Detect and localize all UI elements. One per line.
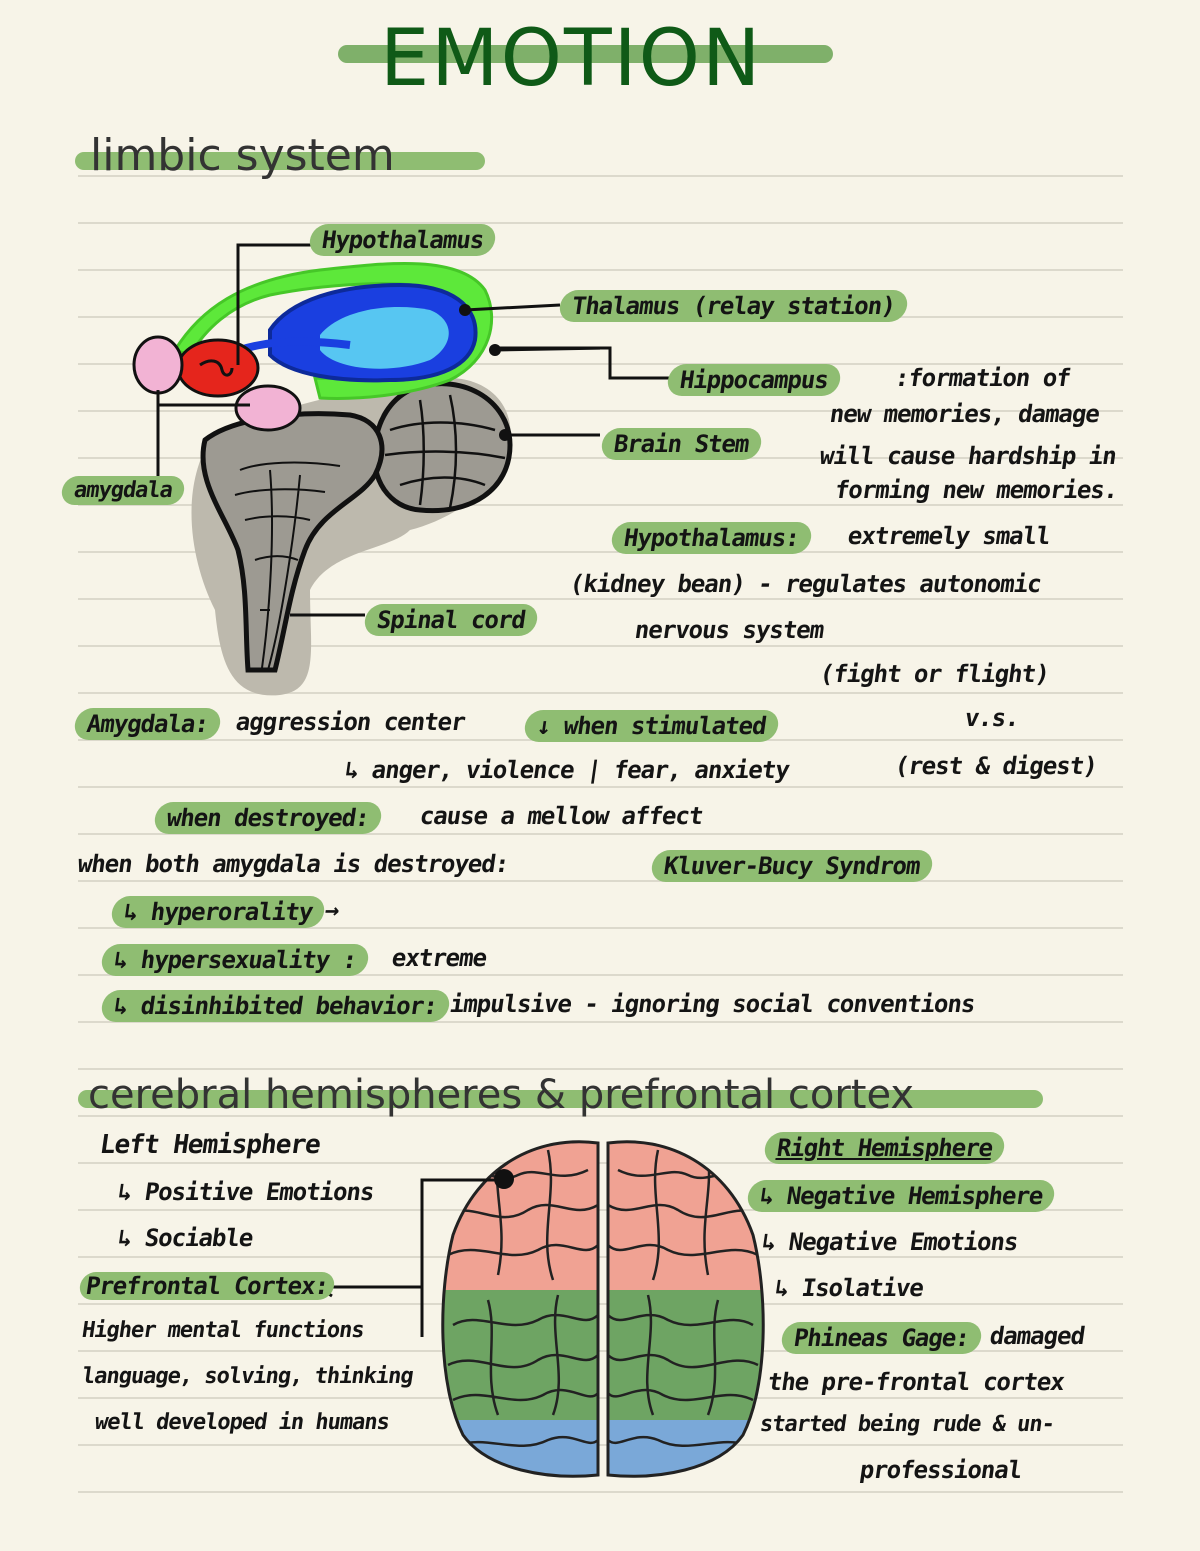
section-title-cerebral: cerebral hemispheres & prefrontal cortex — [88, 1072, 915, 1118]
phineas-gage-note: damaged — [988, 1322, 1087, 1350]
limbic-system-diagram — [132, 243, 600, 696]
title-highlight — [338, 45, 833, 63]
section-highlight — [75, 152, 485, 170]
prefrontal-note: language, solving, thinking — [80, 1364, 415, 1389]
label-hippocampus: Hippocampus — [665, 364, 843, 396]
hypothalamus-note: nervous system — [633, 616, 826, 644]
amygdala-shape — [176, 338, 260, 398]
hippocampus-note: new memories, damage — [828, 400, 1101, 428]
olfactory-bulb — [132, 335, 184, 395]
prefrontal-term: Prefrontal Cortex: — [78, 1272, 337, 1300]
right-hemisphere-title: Right Hemisphere — [762, 1132, 1007, 1164]
hippocampus-note: will cause hardship in — [818, 442, 1118, 470]
label-thalamus: Thalamus (relay station) — [557, 290, 910, 322]
hypothalamus-note: v.s. — [963, 704, 1021, 732]
label-brain-stem: Brain Stem — [599, 428, 763, 460]
hypothalamus-term: Hypothalamus: — [609, 522, 814, 554]
phineas-gage-note: started being rude & un- — [758, 1412, 1056, 1437]
hypothalamus-note: (rest & digest) — [893, 752, 1099, 780]
brain-top-view-diagram — [441, 1140, 765, 1478]
cerebellum — [371, 381, 513, 514]
right-hemisphere-item: ↳ Negative Emotions — [760, 1228, 1020, 1256]
right-hemisphere-item: ↳ Negative Hemisphere — [745, 1180, 1057, 1212]
label-spinal-cord: Spinal cord — [362, 604, 540, 636]
symptom-desc: impulsive - ignoring social conventions — [448, 990, 977, 1018]
prefrontal-note: well developed in humans — [93, 1410, 391, 1435]
symptom-term: ↳ disinhibited behavior: — [99, 990, 452, 1022]
hypothalamus-note: (fight or flight) — [818, 660, 1051, 688]
left-hemisphere-item: ↳ Positive Emotions — [116, 1178, 376, 1206]
symptom-term: ↳ hypersexuality : — [99, 944, 371, 976]
phineas-gage-note: the pre-frontal cortex — [766, 1368, 1066, 1396]
hippocampus-leader — [490, 346, 675, 380]
amygdala-term: Amygdala: — [72, 708, 223, 740]
label-hypothalamus: Hypothalamus — [307, 224, 498, 256]
hippocampus-note: :formation of — [893, 364, 1072, 392]
kluver-bucy: Kluver-Bucy Syndrom — [649, 850, 934, 882]
phineas-gage-note: professional — [858, 1456, 1024, 1484]
section-title-limbic: limbic system — [90, 130, 395, 181]
destroyed-result: cause a mellow affect — [418, 802, 705, 830]
stimulated-result: ↳ anger, violence | fear, anxiety — [343, 756, 791, 784]
symptom-desc: extreme — [390, 944, 489, 972]
left-hemisphere-item: ↳ Sociable — [116, 1224, 255, 1252]
page-title: EMOTION — [380, 14, 763, 104]
hypothalamus-note: (kidney bean) - regulates autonomic — [568, 570, 1043, 598]
label-amygdala: amygdala — [59, 476, 187, 505]
phineas-gage-term: Phineas Gage: — [779, 1322, 984, 1354]
symptom-term: ↳ hyperorality — [109, 896, 327, 928]
when-stimulated: ↓ when stimulated — [522, 710, 780, 742]
both-destroyed: when both amygdala is destroyed: — [76, 850, 511, 878]
hippocampus-shape — [172, 261, 494, 400]
hippocampus-note: forming new memories. — [833, 476, 1120, 504]
left-hemisphere-title: Left Hemisphere — [97, 1130, 322, 1160]
pituitary — [234, 384, 302, 432]
section-highlight — [78, 1090, 1043, 1108]
right-hemisphere-item: ↳ Isolative — [773, 1274, 925, 1302]
hypothalamus-note: extremely small — [846, 522, 1052, 550]
when-destroyed: when destroyed: — [152, 802, 383, 834]
prefrontal-note: Higher mental functions — [80, 1318, 366, 1343]
amygdala-note: aggression center — [234, 708, 467, 736]
